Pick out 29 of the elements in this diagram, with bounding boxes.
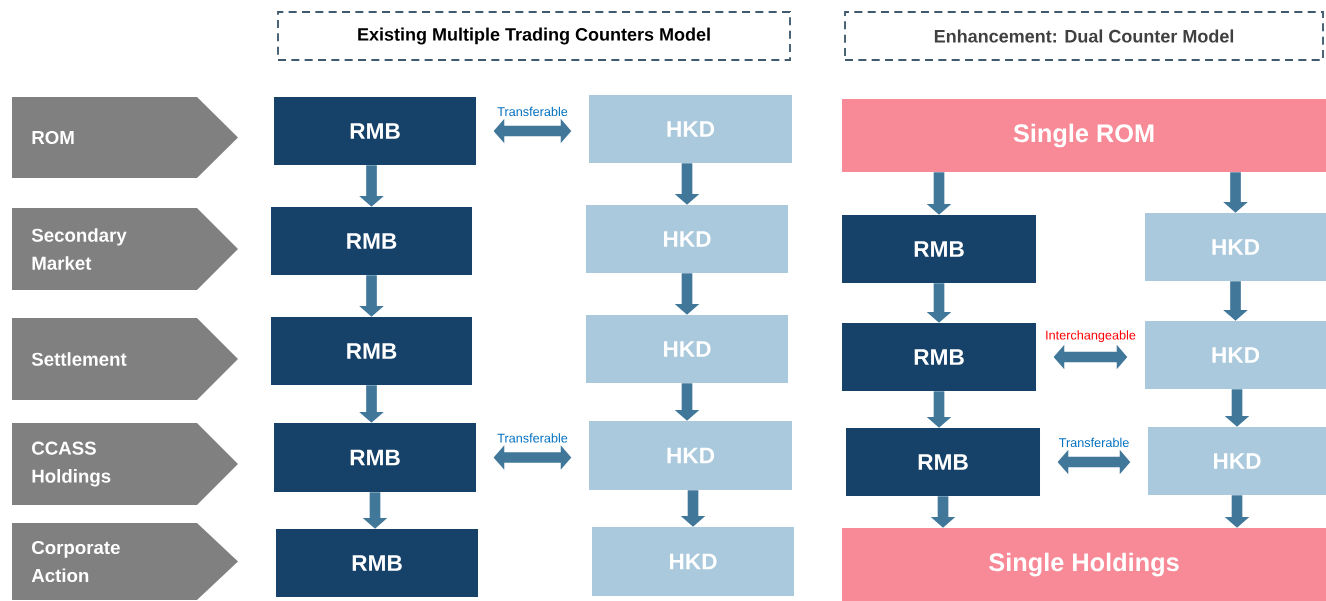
row-heading-tab: CCASS Holdings <box>12 423 238 505</box>
counter-box: HKD <box>586 205 788 273</box>
heading-box: Enhancement: Dual Counter Model <box>844 11 1324 61</box>
counter-box: HKD <box>1148 427 1326 495</box>
edge-label: Interchangeable <box>1043 328 1138 344</box>
row-heading-tab: ROM <box>12 97 238 178</box>
row-heading-tab: Corporate Action <box>12 523 238 600</box>
heading-box: Existing Multiple Trading Counters Model <box>277 11 791 61</box>
row-heading-tab: Secondary Market <box>12 208 238 290</box>
summary-band: Single ROM <box>842 99 1326 172</box>
edge-label: Transferable <box>495 431 570 444</box>
counter-box: RMB <box>271 207 472 275</box>
edge-label: Transferable <box>1057 436 1131 449</box>
counter-box: RMB <box>274 423 476 492</box>
counter-box: RMB <box>276 529 478 597</box>
counter-box: RMB <box>271 317 472 385</box>
counter-box: HKD <box>589 421 792 490</box>
summary-band: Single Holdings <box>842 528 1326 601</box>
counter-box: HKD <box>1145 213 1326 281</box>
counter-box: RMB <box>842 323 1036 391</box>
row-heading-tab: Settlement <box>12 318 238 400</box>
counter-box: HKD <box>1145 321 1326 389</box>
counter-box: HKD <box>589 95 792 163</box>
counter-box: RMB <box>842 215 1036 283</box>
counter-box: HKD <box>592 527 794 596</box>
counter-box: RMB <box>274 97 476 165</box>
edge-label: Transferable <box>495 105 570 118</box>
counter-box: RMB <box>846 428 1040 496</box>
counter-box: HKD <box>586 315 788 383</box>
